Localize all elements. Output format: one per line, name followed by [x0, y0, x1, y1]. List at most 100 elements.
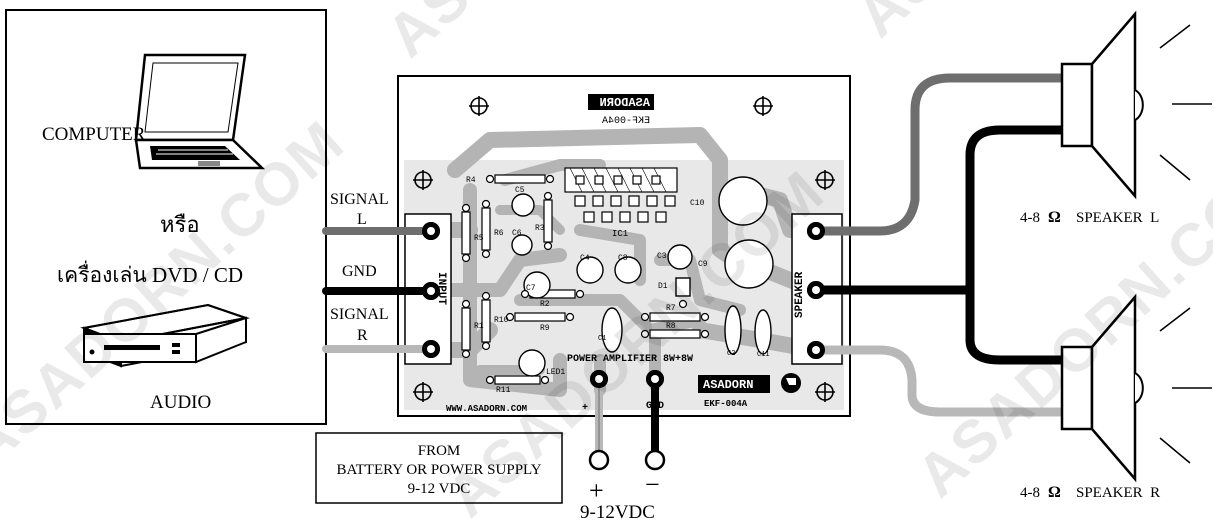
label-r3: R3 — [535, 224, 545, 233]
audio-label: AUDIO — [150, 392, 211, 413]
power-plus-sign: + — [589, 476, 604, 505]
capacitor-c6 — [511, 234, 533, 256]
signal-l-line1: SIGNAL — [330, 191, 389, 208]
capacitors — [511, 176, 774, 377]
label-r2: R2 — [540, 300, 550, 309]
label-c9: C9 — [698, 260, 708, 269]
resistor-r6 — [481, 207, 491, 251]
label-c1: C1 — [598, 335, 606, 343]
capacitor-c9 — [724, 239, 774, 289]
speaker-left-dome — [1134, 89, 1144, 121]
led1 — [518, 349, 546, 377]
wire-speaker-r-light — [811, 345, 1067, 417]
signal-r-label: SIGNAL R — [330, 306, 389, 344]
label-r4: R4 — [466, 176, 476, 185]
laptop-icon — [134, 53, 266, 170]
label-r10: R10 — [494, 316, 509, 325]
label-r1: R1 — [474, 322, 484, 331]
dvd-label: เครื่องเล่น DVD / CD — [57, 260, 243, 287]
label-c7: C7 — [526, 284, 536, 293]
watermark-5: ASADORN.COM — [844, 0, 1213, 50]
mirrored-logo: ASADORN EKF-004A — [588, 94, 654, 127]
power-plus-terminal — [588, 449, 610, 471]
computer-label: COMPUTER — [42, 124, 146, 145]
label-r8: R8 — [666, 322, 676, 331]
label-c6: C6 — [512, 229, 522, 238]
power-voltage-label: 9-12VDC — [580, 502, 655, 521]
pcb-board: ASADORN EKF-004A — [397, 75, 851, 417]
gnd-label: GND — [342, 263, 377, 280]
input-pads-top — [422, 222, 825, 388]
power-box-line1: FROM — [418, 443, 461, 459]
watermark-4: ASADORN.COM — [374, 0, 777, 70]
resistor-r7 — [649, 312, 701, 322]
power-terminals: + − 9-12VDC — [580, 449, 666, 521]
ic1-chip — [564, 167, 678, 223]
label-c10: C10 — [690, 199, 705, 208]
capacitor-c11 — [754, 309, 772, 355]
board-logo-text: ASADORN — [703, 378, 753, 392]
speaker-right: 4-8 Ω SPEAKER R — [1020, 293, 1212, 501]
dvd-player-icon — [80, 303, 250, 368]
signal-r-line2: R — [357, 327, 368, 344]
capacitor-c5 — [511, 193, 535, 217]
speaker-right-cone — [1090, 293, 1137, 483]
speaker-left-cone — [1090, 10, 1137, 200]
or-label: หรือ — [160, 212, 200, 237]
power-box: FROM BATTERY OR POWER SUPPLY 9-12 VDC — [315, 432, 563, 504]
label-c11: C11 — [757, 351, 770, 359]
speaker-left-sound-lines — [1159, 24, 1212, 181]
wire-speaker-l-dark — [811, 73, 1067, 236]
input-label: INPUT — [435, 272, 447, 305]
board-url: WWW.ASADORN.COM — [446, 404, 527, 414]
board-model: EKF-004A — [704, 399, 748, 409]
resistor-r8 — [649, 329, 701, 339]
watermark-3: ASADORN.COM — [904, 137, 1213, 509]
speaker-right-value: 4-8 — [1020, 485, 1040, 501]
resistor-r3 — [543, 199, 553, 243]
speaker-right-dome — [1134, 372, 1144, 404]
resistor-r4 — [494, 174, 546, 184]
label-c5: C5 — [515, 186, 525, 195]
speaker-left-magnet — [1060, 62, 1094, 148]
label-c8: C8 — [618, 254, 628, 263]
source-box: COMPUTER หรือ เครื่องเล่น DVD / CD AUDIO — [5, 9, 327, 425]
resistors — [461, 174, 701, 385]
power-plus-pad-label: + — [582, 403, 588, 414]
label-d1: D1 — [658, 282, 668, 291]
mounting-holes — [413, 96, 835, 402]
resistor-r10 — [481, 299, 491, 343]
mirrored-model-text: EKF-004A — [602, 116, 650, 127]
capacitor-c3 — [667, 244, 693, 270]
label-c3: C3 — [657, 252, 667, 261]
label-r11: R11 — [496, 386, 511, 395]
power-minus-sign: − — [645, 470, 660, 499]
resistor-r11 — [494, 375, 541, 385]
capacitor-c4 — [576, 256, 604, 284]
power-box-line3: 9-12 VDC — [408, 481, 471, 497]
capacitor-c1 — [601, 307, 623, 353]
speaker-left-label: SPEAKER L — [1076, 210, 1159, 226]
resistor-r5 — [461, 211, 471, 255]
component-pads — [461, 174, 710, 385]
component-labels: R4 C5 R6 R5 R3 C6 IC1 C10 C4 C8 C3 C9 C7… — [466, 176, 770, 395]
label-c4: C4 — [580, 254, 590, 263]
capacitor-c8 — [614, 256, 642, 284]
label-r5: R5 — [474, 234, 484, 243]
power-minus-terminal — [644, 449, 666, 471]
mirrored-logo-text: ASADORN — [600, 96, 650, 110]
speaker-right-magnet — [1060, 345, 1094, 431]
label-ic1: IC1 — [612, 229, 628, 239]
label-r7: R7 — [666, 304, 676, 313]
board-logo: ASADORN EKF-004A — [698, 373, 801, 409]
speaker-label: SPEAKER — [794, 271, 806, 318]
speaker-right-sound-lines — [1159, 307, 1212, 464]
capacitor-c2 — [724, 305, 742, 355]
label-r9: R9 — [540, 324, 550, 333]
capacitor-c7 — [523, 271, 551, 299]
resistor-r9 — [514, 312, 566, 322]
speaker-left-ohm: Ω — [1048, 209, 1061, 226]
speaker-right-label: SPEAKER R — [1076, 485, 1160, 501]
diode-d1 — [675, 277, 691, 297]
